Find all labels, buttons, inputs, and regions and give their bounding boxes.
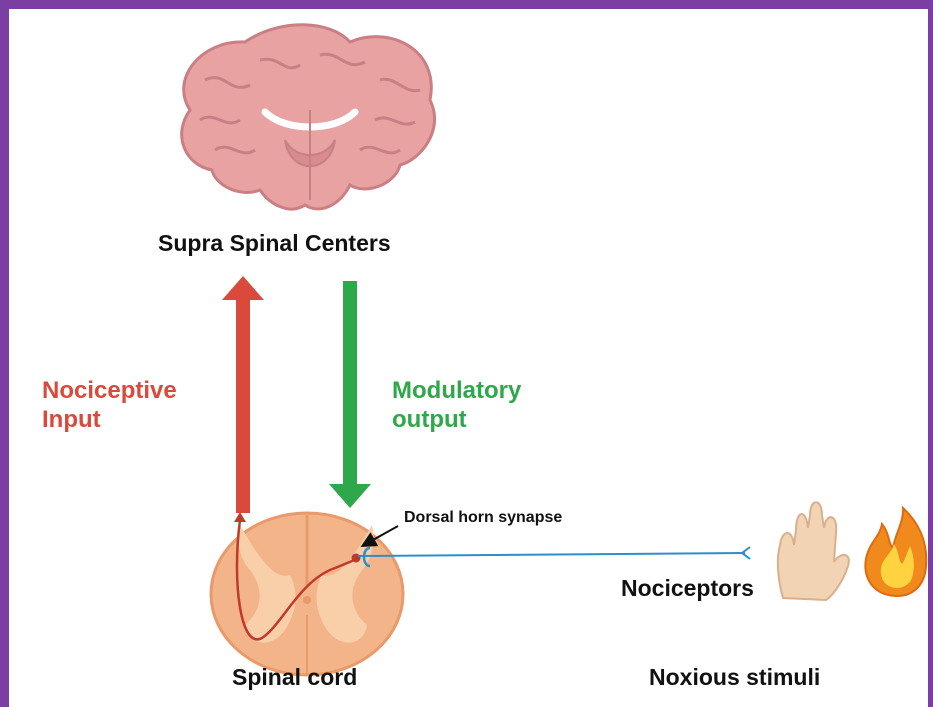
modulatory-output-line-1: Modulatory xyxy=(392,376,521,405)
spinal-cord-illustration xyxy=(211,513,403,675)
nociceptors-label: Nociceptors xyxy=(621,575,754,602)
nociceptive-input-label: Nociceptive Input xyxy=(42,376,177,434)
supra-spinal-centers-label: Supra Spinal Centers xyxy=(158,230,391,257)
modulatory-output-label: Modulatory output xyxy=(392,376,521,434)
brain-illustration xyxy=(182,25,435,209)
noxious-stimuli-label: Noxious stimuli xyxy=(649,664,820,691)
nociceptive-input-line-2: Input xyxy=(42,405,177,434)
dorsal-horn-synapse-label: Dorsal horn synapse xyxy=(404,509,562,527)
afferent-fiber xyxy=(358,547,750,566)
nociceptive-input-arrow xyxy=(222,276,264,513)
nociceptive-input-line-1: Nociceptive xyxy=(42,376,177,405)
fire-icon xyxy=(865,508,926,596)
modulatory-output-line-2: output xyxy=(392,405,521,434)
modulatory-output-arrow xyxy=(329,281,371,508)
spinal-cord-label: Spinal cord xyxy=(232,664,357,691)
hand-icon xyxy=(778,502,849,600)
